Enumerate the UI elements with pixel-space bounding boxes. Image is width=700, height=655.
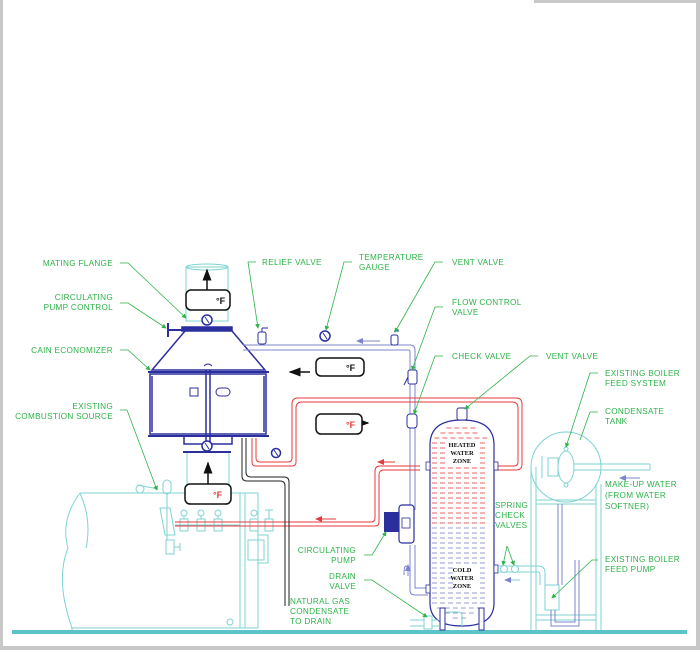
callout-labels: MATING FLANGE CIRCULATING PUMP CONTROL C… xyxy=(15,253,680,626)
ground-line xyxy=(12,630,687,634)
temp-display-hot-supply: °F xyxy=(315,413,363,435)
frame-border-right xyxy=(696,0,700,650)
label-spring-check-valves: SPRING xyxy=(495,501,528,510)
cold-return-pipe xyxy=(243,344,428,596)
label-existing-combustion-source: EXISTING xyxy=(72,402,113,411)
check-valve xyxy=(406,413,418,429)
temp-display-stack-inlet: °F xyxy=(184,483,232,505)
hot-line-gauge xyxy=(270,447,282,459)
relief-valve xyxy=(257,327,268,345)
label-spring-check-valves: CHECK xyxy=(495,511,525,520)
heated-zone-label: WATER xyxy=(450,450,474,457)
label-drain-valve: DRAIN xyxy=(329,572,356,581)
heated-zone-label: HEATED xyxy=(449,442,476,449)
boiler xyxy=(61,479,274,630)
label-natural-gas-condensate: CONDENSATE xyxy=(290,607,349,616)
label-check-valve: CHECK VALVE xyxy=(452,352,512,361)
label-circulating-pump: PUMP xyxy=(331,556,356,565)
stack-gauge-top xyxy=(201,314,213,326)
label-existing-boiler-feed-system: EXISTING BOILER xyxy=(605,369,680,378)
frame-border-left xyxy=(0,0,3,650)
label-existing-boiler-feed-pump: FEED PUMP xyxy=(605,565,656,574)
label-spring-check-valves: VALVES xyxy=(495,521,528,530)
temp-readout: °F xyxy=(216,296,226,306)
label-makeup-water: SOFTNER) xyxy=(605,502,649,511)
label-temperature-gauge: TEMPERATURE xyxy=(359,253,424,262)
label-flow-control-valve: FLOW CONTROL xyxy=(452,298,522,307)
label-circulating-pump: CIRCULATING xyxy=(298,546,356,555)
label-temperature-gauge: GAUGE xyxy=(359,263,390,272)
label-drain-valve: VALVE xyxy=(329,582,356,591)
condensate-tank xyxy=(530,431,651,630)
label-vent-valve-tank: VENT VALVE xyxy=(546,352,598,361)
temp-display-return: °F xyxy=(315,357,365,377)
circulating-pump xyxy=(384,504,415,544)
label-condensate-tank: TANK xyxy=(605,417,628,426)
label-relief-valve: RELIEF VALVE xyxy=(262,258,322,267)
temp-readout: °F xyxy=(346,363,356,373)
cold-zone-label: ZONE xyxy=(453,583,471,590)
hot-water-pipes xyxy=(175,397,523,527)
leader-lines xyxy=(120,261,598,618)
label-circulating-pump-control: PUMP CONTROL xyxy=(44,303,114,312)
label-makeup-water: MAKE-UP WATER xyxy=(605,480,677,489)
condensate-drain-pipe-inner xyxy=(245,438,290,606)
temperature-gauge xyxy=(319,330,331,342)
condensate-drain-pipe xyxy=(241,438,286,606)
temp-readout: °F xyxy=(346,420,356,430)
label-flow-control-valve: VALVE xyxy=(452,308,479,317)
label-circulating-pump-control: CIRCULATING xyxy=(55,293,113,302)
boiler-feed-pump xyxy=(544,504,580,627)
temp-display-stack-top: °F xyxy=(185,289,231,311)
label-vent-valve: VENT VALVE xyxy=(452,258,504,267)
flow-control-valve xyxy=(403,369,418,386)
feed-line xyxy=(498,565,546,585)
label-existing-combustion-source: COMBUSTION SOURCE xyxy=(15,412,113,421)
label-makeup-water: (FROM WATER xyxy=(605,491,666,500)
label-mating-flange: MATING FLANGE xyxy=(43,259,113,268)
label-existing-boiler-feed-pump: EXISTING BOILER xyxy=(605,555,680,564)
frame-border-top xyxy=(534,0,700,3)
label-condensate-tank: CONDENSATE xyxy=(605,407,664,416)
label-cain-economizer: CAIN ECONOMIZER xyxy=(31,346,113,355)
label-natural-gas-condensate: TO DRAIN xyxy=(290,617,331,626)
drain-valve xyxy=(410,611,463,630)
vent-valve-top xyxy=(390,330,399,346)
label-natural-gas-condensate: NATURAL GAS xyxy=(290,597,350,606)
label-existing-boiler-feed-system: FEED SYSTEM xyxy=(605,379,666,388)
stack-gauge-bottom xyxy=(201,440,213,452)
temp-readout: °F xyxy=(213,490,223,500)
frame-border-bottom xyxy=(0,646,700,650)
heated-zone-label: ZONE xyxy=(453,458,471,465)
cold-zone-label: COLD xyxy=(453,567,472,574)
storage-tank: HEATED WATER ZONE COLD WATER ZONE xyxy=(425,407,499,631)
cain-economizer xyxy=(148,323,269,453)
cold-zone-label: WATER xyxy=(450,575,474,582)
